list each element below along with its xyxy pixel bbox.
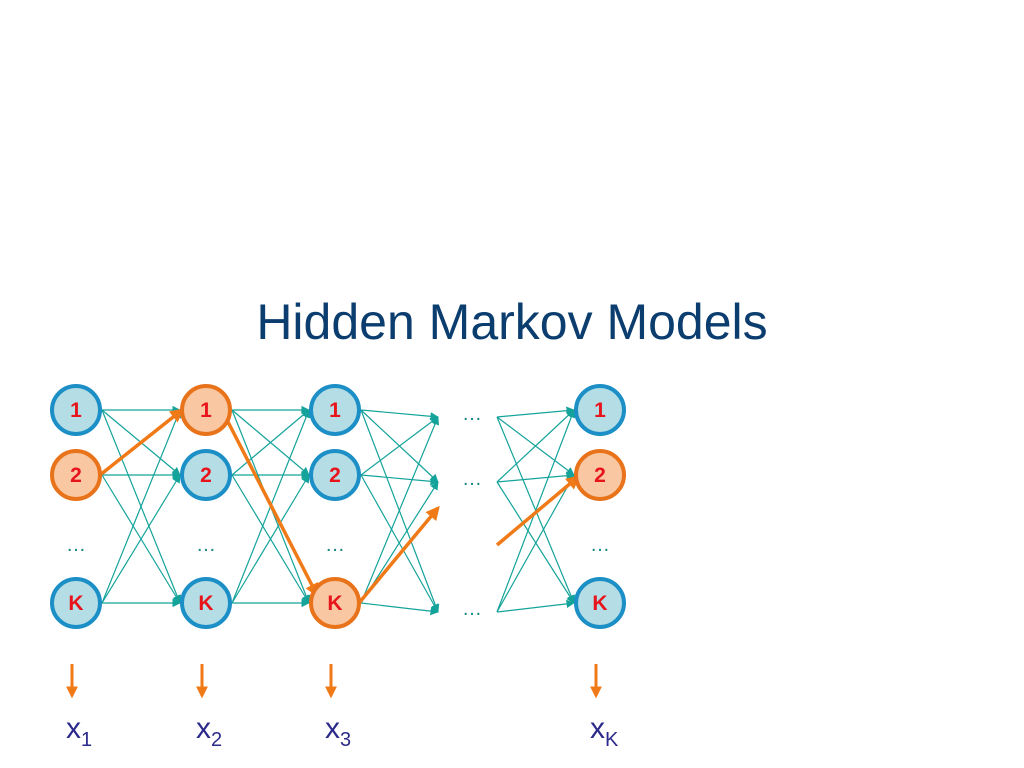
transition-arrow — [360, 416, 439, 476]
observation-label: xK — [590, 712, 619, 751]
ellipsis-dots: … — [462, 468, 482, 490]
state-node-1: 1 — [50, 384, 102, 436]
observation-subscript: 1 — [81, 729, 92, 751]
state-node-1: 1 — [574, 384, 626, 436]
state-node-2: 2 — [180, 449, 232, 501]
transition-arrow — [360, 474, 439, 486]
ellipsis-dots: … — [196, 534, 216, 556]
state-circle — [574, 577, 626, 629]
observation-subscript: K — [605, 729, 619, 751]
state-node-2: 2 — [574, 449, 626, 501]
state-label: K — [68, 592, 83, 615]
state-label: 1 — [200, 399, 212, 422]
path-arrow — [98, 408, 185, 477]
highlighted-state-circle — [50, 449, 102, 501]
state-label: K — [198, 592, 213, 615]
state-label: 2 — [329, 464, 341, 487]
state-label: 1 — [70, 399, 82, 422]
state-circle — [574, 384, 626, 436]
state-circle — [50, 577, 102, 629]
state-node-1: 1 — [180, 384, 232, 436]
state-node-k: K — [180, 577, 232, 629]
state-node-2: 2 — [50, 449, 102, 501]
state-node-k: K — [50, 577, 102, 629]
transition-arrow — [360, 416, 439, 604]
ellipsis-dots: … — [462, 598, 482, 620]
transition-arrow — [496, 471, 575, 483]
path-arrow — [357, 505, 440, 605]
observation-symbol: x — [66, 712, 81, 745]
state-circle — [50, 384, 102, 436]
observation-subscript: 3 — [340, 729, 351, 751]
observation-symbol: x — [325, 712, 340, 745]
ellipsis-dots: … — [66, 534, 86, 556]
observation-label: x1 — [66, 712, 92, 751]
state-node-k: K — [309, 577, 361, 629]
state-label: K — [327, 592, 342, 615]
path-arrow — [224, 417, 319, 598]
observation-label: x2 — [196, 712, 222, 751]
state-node-2: 2 — [309, 449, 361, 501]
observation-symbol: x — [196, 712, 211, 745]
observation-label: x3 — [325, 712, 351, 751]
state-label: K — [592, 592, 607, 615]
state-label: 2 — [200, 464, 212, 487]
transition-arrow — [496, 474, 575, 613]
slide-title: Hidden Markov Models — [256, 294, 768, 350]
ellipsis-dots: … — [325, 534, 345, 556]
state-label: 1 — [594, 399, 606, 422]
transition-arrow — [231, 474, 310, 604]
state-node-1: 1 — [309, 384, 361, 436]
highlighted-state-circle — [309, 577, 361, 629]
transition-arrow — [496, 409, 575, 483]
transition-arrow — [231, 409, 310, 476]
state-circle — [309, 384, 361, 436]
state-label: 1 — [329, 399, 341, 422]
state-label: 2 — [70, 464, 82, 487]
transition-arrow — [101, 474, 181, 604]
ellipsis-dots: … — [462, 403, 482, 425]
observation-subscript: 2 — [211, 729, 222, 751]
transition-arrow — [496, 599, 575, 613]
highlighted-state-circle — [574, 449, 626, 501]
observation-symbol: x — [590, 712, 605, 745]
state-circle — [180, 577, 232, 629]
transition-arrow — [360, 602, 439, 616]
ellipsis-dots: … — [590, 534, 610, 556]
path-arrow — [495, 475, 581, 547]
state-circle — [309, 449, 361, 501]
transition-arrow — [496, 406, 575, 418]
transition-arrow — [360, 409, 439, 421]
highlighted-state-circle — [180, 384, 232, 436]
state-circle — [180, 449, 232, 501]
transition-arrow — [101, 409, 182, 604]
state-label: 2 — [594, 464, 606, 487]
state-node-k: K — [574, 577, 626, 629]
